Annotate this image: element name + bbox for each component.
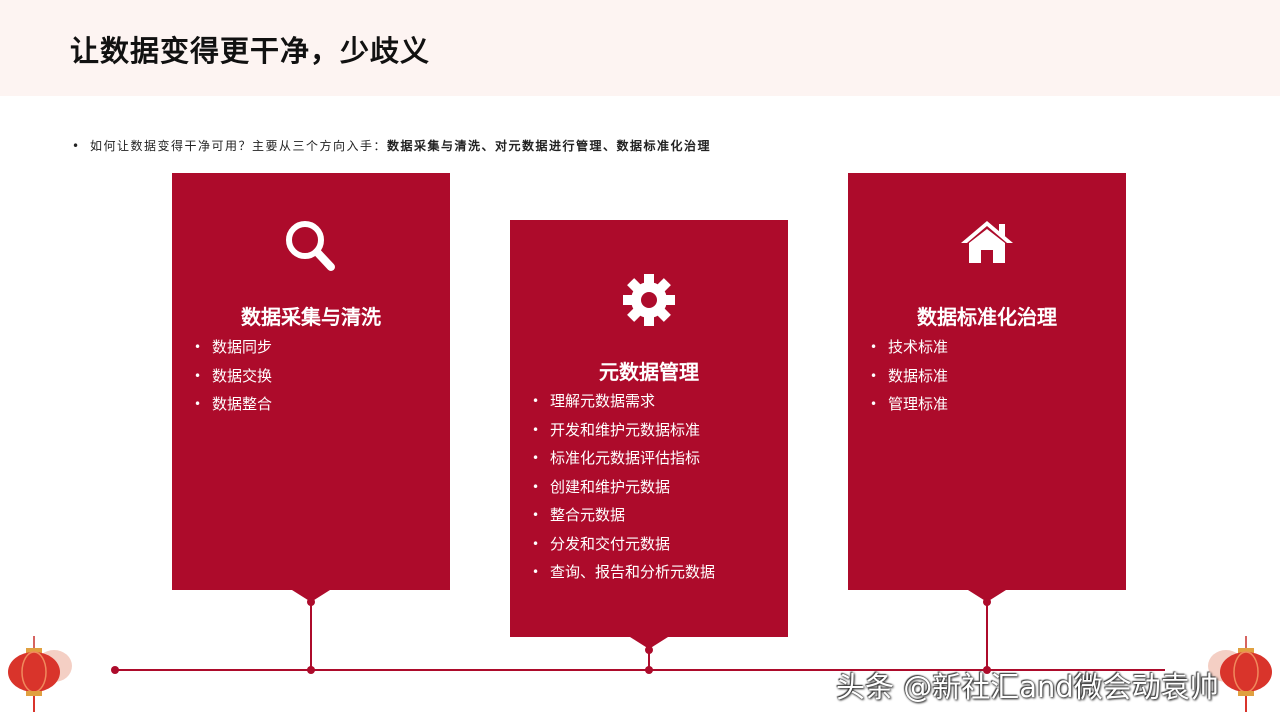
list-item: 管理标准 (870, 390, 948, 419)
connector-line (986, 602, 988, 670)
timeline-node (111, 666, 119, 674)
timeline-node (307, 666, 315, 674)
list-item: 创建和维护元数据 (532, 473, 715, 502)
list-item: 标准化元数据评估指标 (532, 444, 715, 473)
list-item: 数据同步 (194, 333, 272, 362)
list-item: 分发和交付元数据 (532, 530, 715, 559)
card-list: 数据同步 数据交换 数据整合 (194, 333, 272, 419)
list-item: 数据交换 (194, 362, 272, 391)
intro-emphasis: 数据采集与清洗、对元数据进行管理、数据标准化治理 (387, 139, 712, 153)
timeline-node (645, 666, 653, 674)
list-item: 技术标准 (870, 333, 948, 362)
card-title: 数据标准化治理 (917, 305, 1057, 329)
search-icon (172, 217, 450, 275)
lantern-left-icon (4, 636, 74, 720)
connector-line (310, 602, 312, 670)
card-title: 元数据管理 (599, 360, 699, 384)
list-item: 开发和维护元数据标准 (532, 416, 715, 445)
lantern-right-icon (1206, 636, 1276, 720)
list-item: 数据标准 (870, 362, 948, 391)
connector-line (648, 650, 650, 670)
page-title: 让数据变得更干净，少歧义 (70, 34, 431, 68)
header-band (0, 0, 1280, 96)
card-data-standardization: 数据标准化治理 技术标准 数据标准 管理标准 (848, 173, 1126, 590)
card-list: 理解元数据需求 开发和维护元数据标准 标准化元数据评估指标 创建和维护元数据 整… (532, 387, 715, 587)
timeline-line (115, 669, 1165, 671)
card-pointer (292, 590, 330, 602)
gear-icon (510, 272, 788, 328)
timeline-node (983, 598, 991, 606)
card-list: 技术标准 数据标准 管理标准 (870, 333, 948, 419)
timeline-node (983, 666, 991, 674)
card-pointer (968, 590, 1006, 602)
list-item: 数据整合 (194, 390, 272, 419)
watermark: 头条 @新社汇and微会动袁帅 (836, 670, 1219, 704)
list-item: 查询、报告和分析元数据 (532, 558, 715, 587)
intro-prefix: 如何让数据变得干净可用？主要从三个方向入手： (90, 139, 388, 153)
list-item: 理解元数据需求 (532, 387, 715, 416)
card-title: 数据采集与清洗 (241, 305, 381, 329)
intro-line: • 如何让数据变得干净可用？主要从三个方向入手：数据采集与清洗、对元数据进行管理、… (72, 137, 711, 154)
timeline-node (645, 646, 653, 654)
list-item: 整合元数据 (532, 501, 715, 530)
intro-bullet: • (72, 139, 81, 153)
timeline-node (307, 598, 315, 606)
card-metadata-management: 元数据管理 理解元数据需求 开发和维护元数据标准 标准化元数据评估指标 创建和维… (510, 220, 788, 637)
home-icon (848, 219, 1126, 267)
card-pointer (630, 637, 668, 649)
card-data-collection: 数据采集与清洗 数据同步 数据交换 数据整合 (172, 173, 450, 590)
